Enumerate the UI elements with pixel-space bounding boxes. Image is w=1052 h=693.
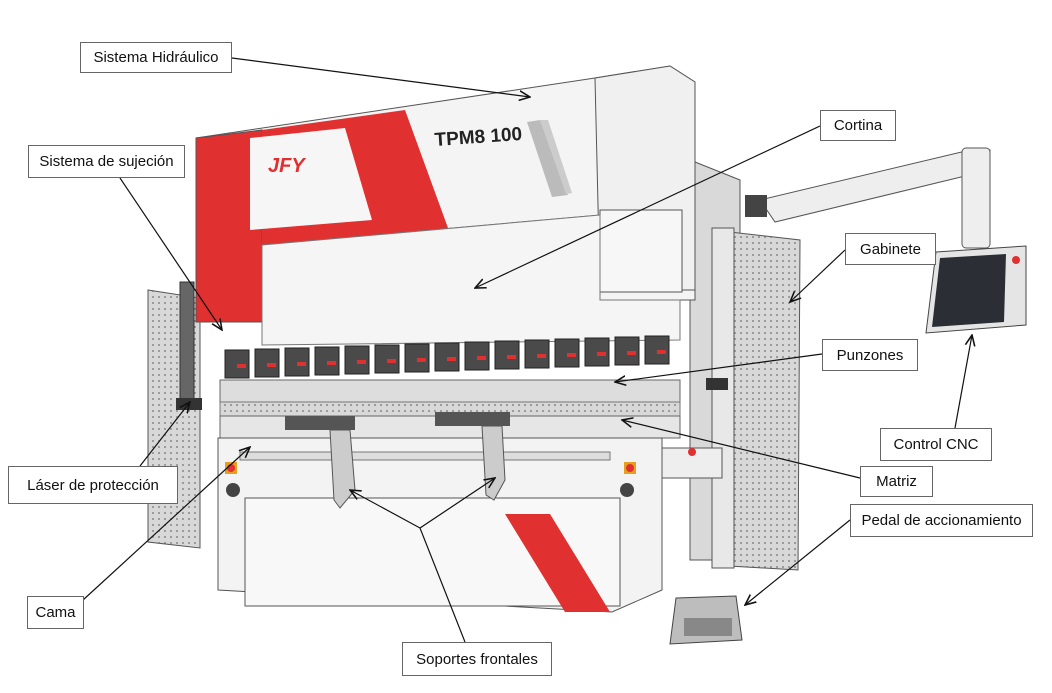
label-pedal: Pedal de accionamiento xyxy=(850,504,1033,537)
clamp-lever xyxy=(537,354,546,358)
brand-logo: JFY xyxy=(268,155,306,177)
label-clamping-system: Sistema de sujeción xyxy=(28,145,185,178)
label-laser: Láser de protección xyxy=(8,466,178,504)
label-curtain: Cortina xyxy=(820,110,896,141)
clamp-lever xyxy=(387,359,396,363)
leader-lines xyxy=(82,57,972,643)
front-supports xyxy=(285,412,510,509)
label-hydraulic-system: Sistema Hidráulico xyxy=(80,42,232,73)
punch-clamps xyxy=(224,335,670,379)
cnc-screen xyxy=(925,245,1027,334)
clamp-lever xyxy=(627,351,636,355)
bed xyxy=(217,437,723,613)
clamp-lever xyxy=(597,352,606,356)
laser-emitter xyxy=(179,281,195,403)
clamp-lever xyxy=(357,360,366,364)
clamp-lever xyxy=(327,361,336,365)
punch-bar xyxy=(219,379,681,403)
clamp-lever xyxy=(237,364,246,368)
clamp-lever xyxy=(567,353,576,357)
curtain xyxy=(261,214,681,346)
clamp-lever xyxy=(297,362,306,366)
label-bed: Cama xyxy=(27,596,84,629)
label-cabinet: Gabinete xyxy=(845,233,936,265)
label-die: Matriz xyxy=(860,466,933,497)
label-cnc-control: Control CNC xyxy=(880,428,992,461)
clamp-lever xyxy=(657,350,666,354)
clamp-lever xyxy=(507,355,516,359)
label-front-supports: Soportes frontales xyxy=(402,642,552,676)
foot-pedal xyxy=(669,595,743,645)
cnc-arm xyxy=(745,147,991,249)
clamp-lever xyxy=(447,357,456,361)
label-punches: Punzones xyxy=(822,339,918,371)
upper-beam: JFY TPM8 100 xyxy=(195,65,696,323)
clamp-lever xyxy=(417,358,426,362)
clamp-lever xyxy=(477,356,486,360)
left-guard-panel xyxy=(147,281,202,549)
clamp-lever xyxy=(267,363,276,367)
